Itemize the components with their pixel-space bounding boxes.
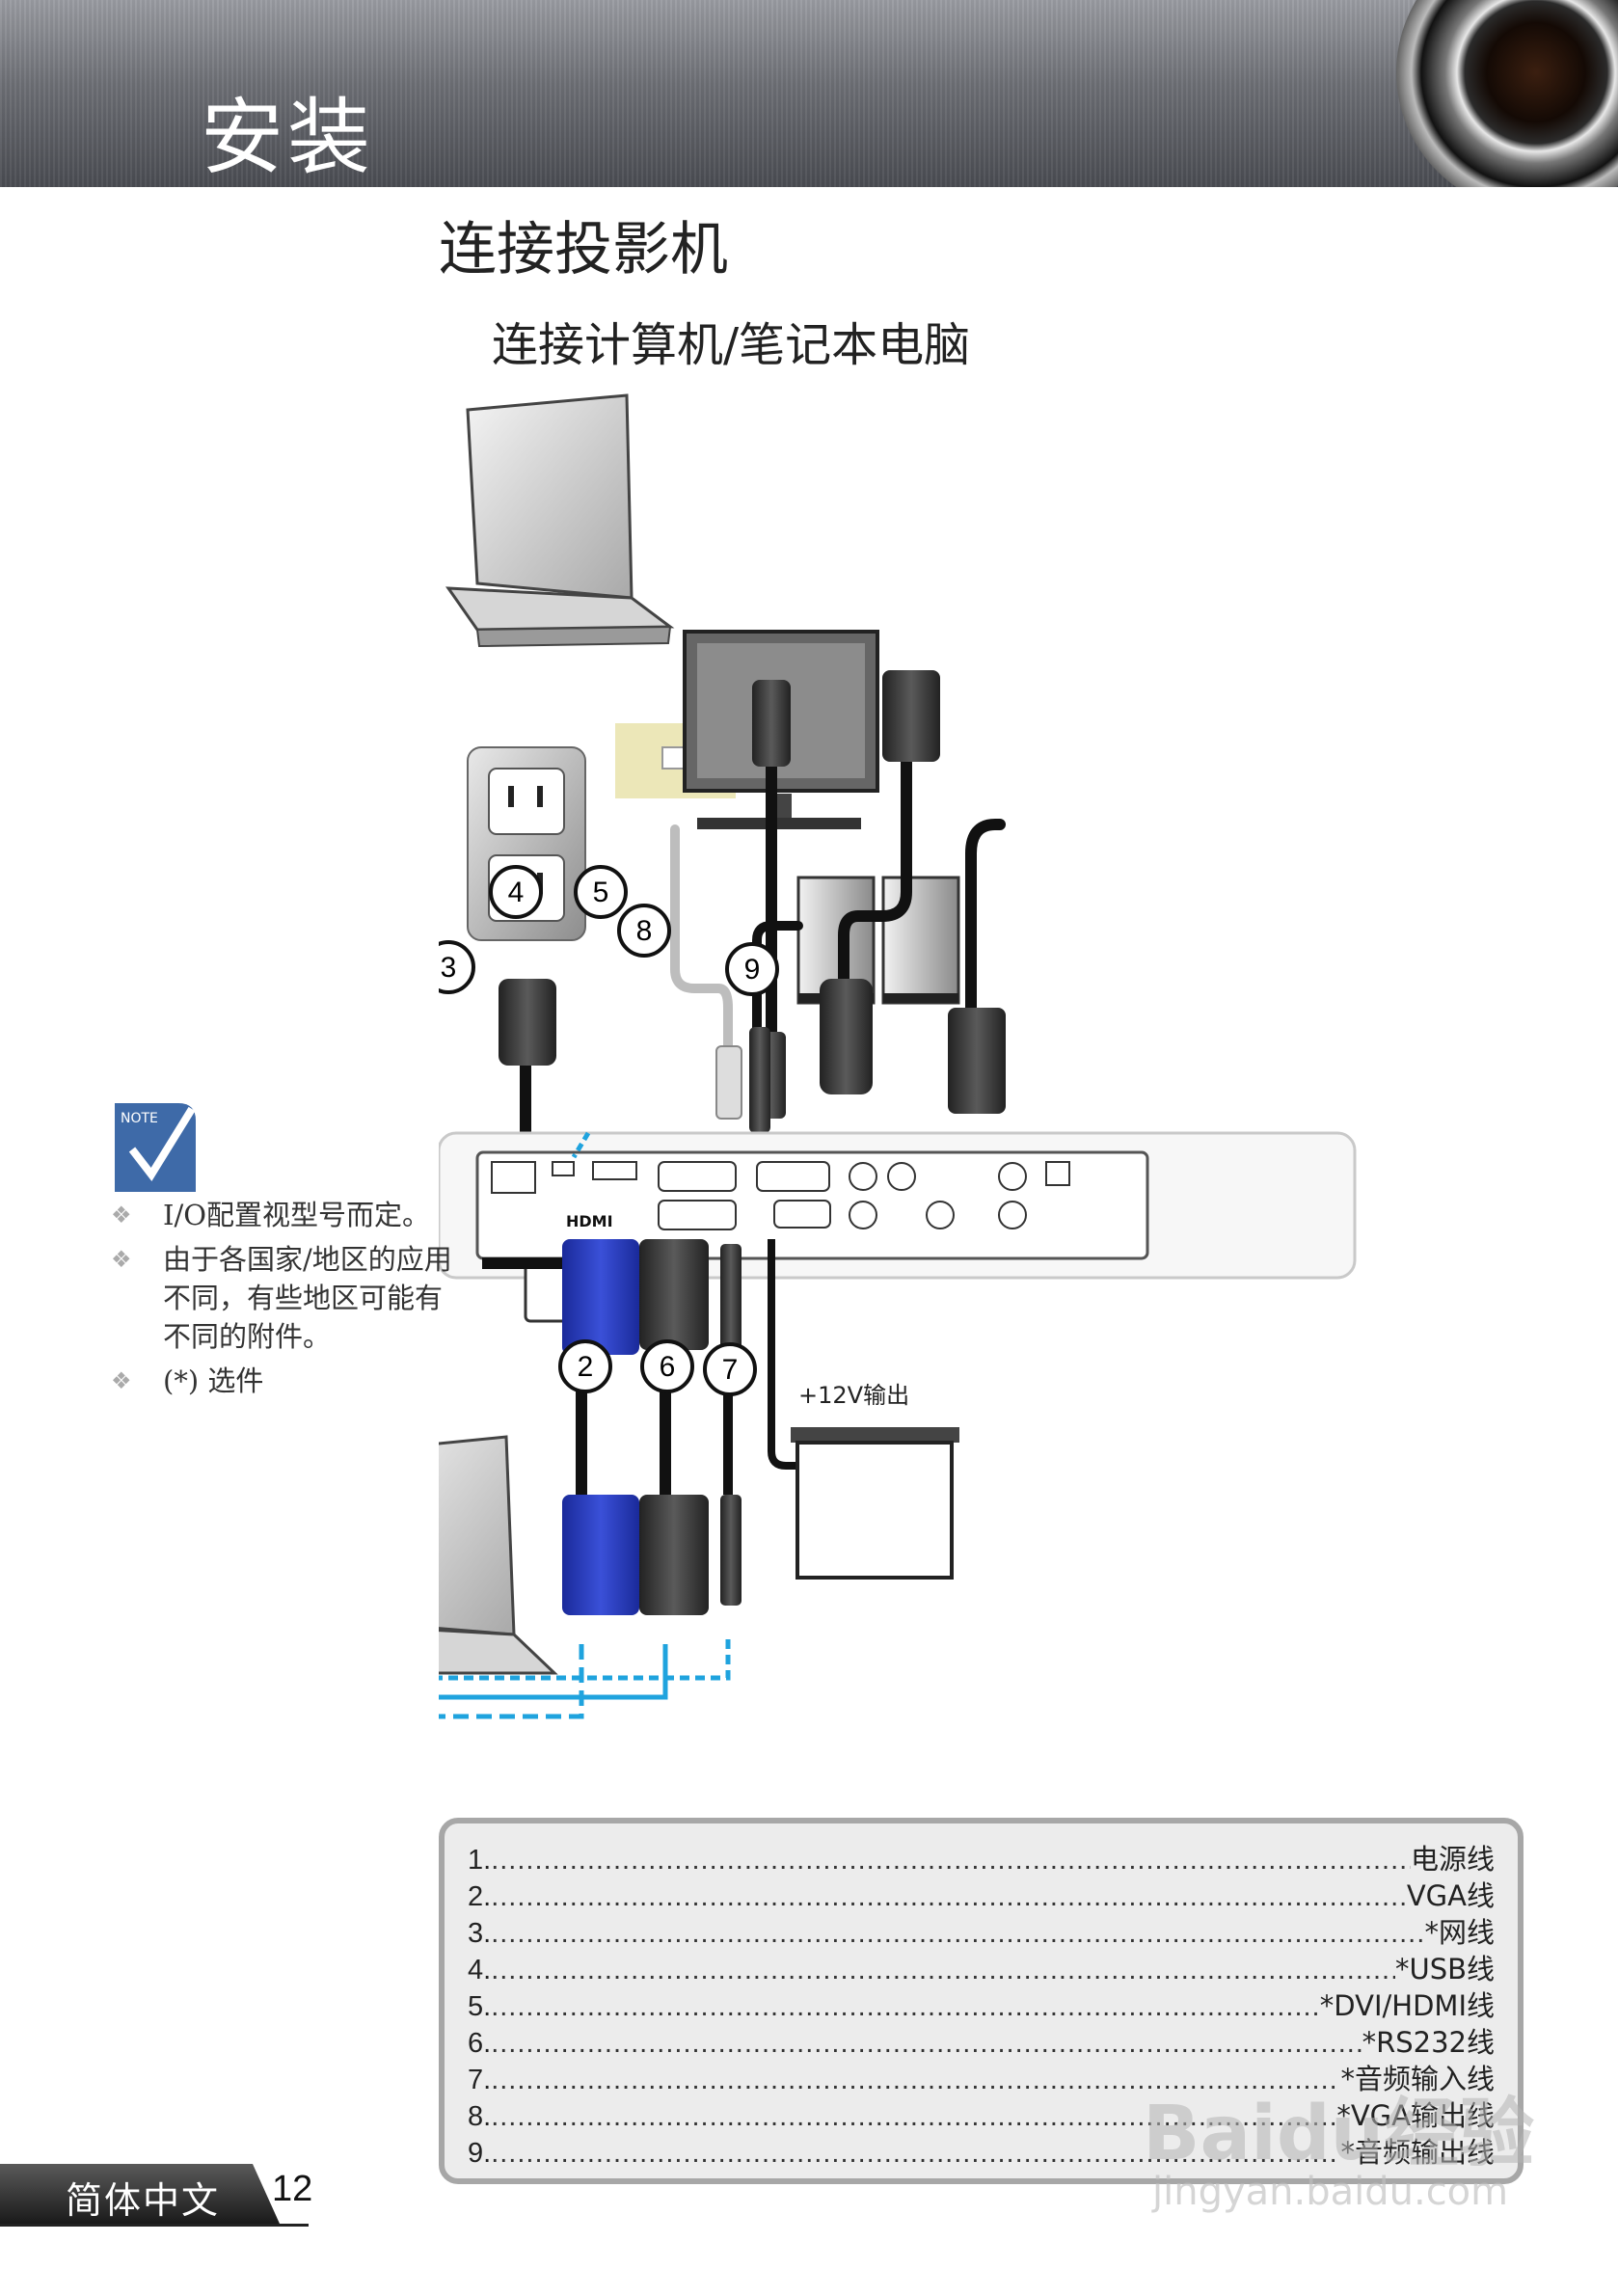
watermark-url: jingyan.baidu.com bbox=[1152, 2170, 1509, 2214]
svg-text:5: 5 bbox=[593, 877, 609, 908]
hdmi-logo: HDMI bbox=[566, 1212, 613, 1230]
callout-5: 5 bbox=[574, 865, 628, 919]
callout-3: 3 bbox=[439, 940, 475, 994]
note-list: ❖I/O配置视型号而定。 ❖由于各国家/地区的应用不同，有些地区可能有不同的附件… bbox=[111, 1196, 458, 1406]
cable-list-item: 8.*VGA输出线 bbox=[468, 2093, 1495, 2132]
screen-label: +12V输出 bbox=[798, 1382, 909, 1409]
connectors-top bbox=[499, 670, 1006, 1133]
laptop-top-icon bbox=[445, 393, 675, 648]
svg-text:9: 9 bbox=[744, 954, 761, 986]
note-item: ❖由于各国家/地区的应用不同，有些地区可能有不同的附件。 bbox=[111, 1240, 458, 1356]
connection-diagram: HDMI +12V输出 1 2 3 4 5 bbox=[439, 393, 1357, 1719]
watermark: Baidu经验 bbox=[1143, 2091, 1535, 2177]
section-subtitle: 连接计算机/笔记本电脑 bbox=[492, 318, 971, 372]
bullet-icon: ❖ bbox=[111, 1202, 132, 1229]
callout-7: 7 bbox=[703, 1342, 757, 1396]
cable-list-item: 6.*RS232线 bbox=[468, 2020, 1495, 2059]
cable-list: 1.电源线 2.VGA线 3.*网线 4.*USB线 5.*DVI/HDMI线 … bbox=[439, 1818, 1524, 2184]
svg-text:7: 7 bbox=[722, 1354, 739, 1386]
cable-list-item: 2.VGA线 bbox=[468, 1874, 1495, 1912]
svg-text:3: 3 bbox=[441, 952, 457, 984]
svg-text:8: 8 bbox=[636, 915, 653, 947]
header-texture bbox=[0, 0, 1618, 187]
chapter-title: 安装 bbox=[201, 90, 374, 186]
signal-arrows bbox=[439, 1131, 731, 1719]
callout-6: 6 bbox=[640, 1339, 694, 1393]
page-number: 12 bbox=[272, 2169, 313, 2209]
projection-screen-icon bbox=[791, 1427, 959, 1580]
bullet-icon: ❖ bbox=[111, 1246, 132, 1273]
callouts: 1 2 3 4 5 6 7 8 9 bbox=[439, 865, 779, 1396]
callout-8: 8 bbox=[617, 904, 671, 958]
footer-language: 简体中文 bbox=[66, 2179, 221, 2222]
note-item: ❖(*) 选件 bbox=[111, 1362, 458, 1400]
callout-4: 4 bbox=[489, 865, 543, 919]
section-title: 连接投影机 bbox=[439, 216, 728, 284]
cable-list-item: 1.电源线 bbox=[468, 1837, 1495, 1876]
page-header: 安装 bbox=[0, 0, 1618, 187]
cable-list-item: 9.*音频输出线 bbox=[468, 2130, 1495, 2169]
note-check-icon: NOTE bbox=[115, 1103, 196, 1192]
footer-divider bbox=[0, 2224, 309, 2227]
svg-text:6: 6 bbox=[660, 1351, 676, 1383]
projector-rear-panel-icon bbox=[439, 1131, 1357, 1323]
note-item: ❖I/O配置视型号而定。 bbox=[111, 1196, 458, 1234]
cable-list-item: 4.*USB线 bbox=[468, 1947, 1495, 1985]
note-badge: NOTE bbox=[121, 1111, 158, 1126]
callout-2: 2 bbox=[558, 1339, 612, 1393]
bullet-icon: ❖ bbox=[111, 1367, 132, 1394]
projector-lens-graphic bbox=[1396, 0, 1618, 187]
svg-text:4: 4 bbox=[508, 877, 525, 908]
cable-list-item: 3.*网线 bbox=[468, 1910, 1495, 1949]
cable-list-item: 7.*音频输入线 bbox=[468, 2057, 1495, 2095]
speakers-icon bbox=[796, 876, 960, 1005]
laptop-bottom-icon bbox=[439, 1435, 558, 1675]
footer-language-tab bbox=[0, 2164, 280, 2224]
cable-list-item: 5.*DVI/HDMI线 bbox=[468, 1984, 1495, 2022]
connectors-bottom bbox=[562, 1239, 742, 1615]
callout-9: 9 bbox=[725, 942, 779, 996]
svg-text:2: 2 bbox=[578, 1351, 594, 1383]
